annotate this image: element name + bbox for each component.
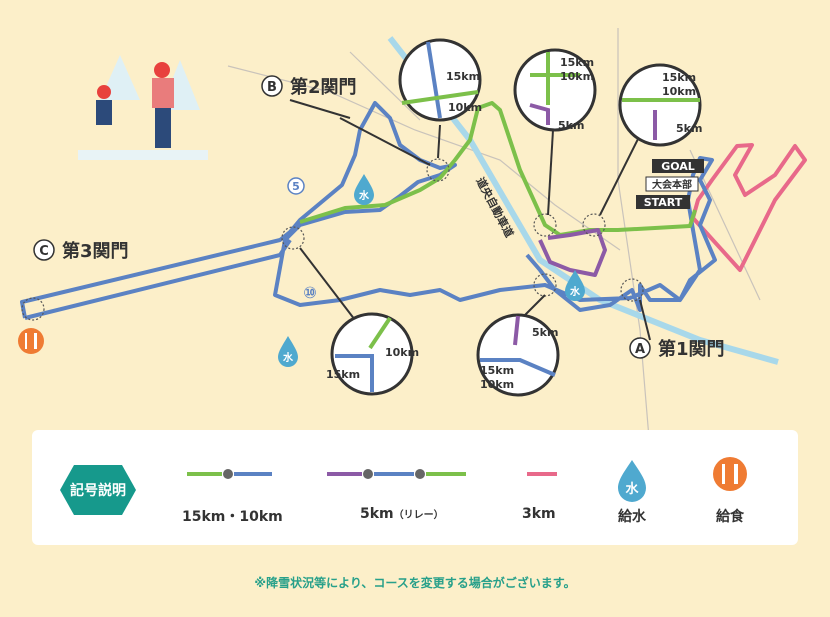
km-marker-10: ⑩: [303, 283, 317, 302]
legend-title: 記号説明: [70, 482, 126, 499]
legend-panel: 記号説明 水 15km・10km 5km（リレー） 3km 給水 給食: [32, 430, 798, 545]
legend-graphics: 記号説明 水: [60, 457, 747, 515]
water-drop-1: 水: [354, 174, 374, 205]
route-blue: [20, 101, 717, 320]
legend-title-hexagon: [60, 465, 136, 515]
svg-text:⑩: ⑩: [303, 283, 317, 302]
water-drop-3: 水: [278, 336, 298, 367]
route-purple: [538, 228, 607, 277]
gate-c: C 第3関門: [33, 239, 129, 262]
start-sign: START: [644, 196, 683, 209]
zoom5-label-15: 15km: [480, 364, 514, 377]
legend-food: 給食: [716, 509, 744, 525]
food-icon: [18, 328, 44, 354]
km-marker-5: 5: [287, 177, 305, 195]
zoom5-label-10: 10km: [480, 378, 514, 391]
zoom-circle-2: 15km 10km 5km: [513, 48, 597, 132]
zoom-circle-1: 15km 10km: [398, 38, 482, 122]
legend-food-icon: [713, 457, 747, 491]
zoom3-label-15: 15km: [662, 71, 696, 84]
svg-text:水: 水: [282, 351, 294, 364]
zoom5-label-5: 5km: [532, 326, 558, 339]
zoom4-label-15: 15km: [326, 368, 360, 381]
zoom2-label-5: 5km: [558, 119, 584, 132]
zoom-circle-4: 10km 15km: [326, 312, 419, 396]
route-green: [299, 101, 697, 237]
zoom2-label-15: 15km: [560, 56, 594, 69]
zoom-circle-5: 5km 15km 10km: [476, 313, 560, 397]
gate-c-label: 第3関門: [62, 240, 129, 262]
svg-text:C: C: [39, 244, 49, 259]
legend-water: 給水: [618, 509, 646, 525]
zoom-circle-3: 15km 10km 5km: [618, 63, 702, 147]
svg-text:A: A: [635, 342, 645, 357]
legend-15-10: 15km・10km: [182, 509, 283, 525]
zoom3-label-5: 5km: [676, 122, 702, 135]
gate-a: A 第1関門: [629, 337, 725, 360]
start-goal-signs: GOAL 大会本部 START: [636, 159, 704, 209]
zoom2-label-10: 10km: [560, 70, 594, 83]
legend-5km-sub: （リレー）: [393, 510, 444, 521]
goal-sign: GOAL: [661, 160, 695, 173]
route-3km: [691, 143, 807, 272]
zoom1-label-10: 10km: [448, 101, 482, 114]
zoom4-label-10: 10km: [385, 346, 419, 359]
gate-a-label: 第1関門: [658, 338, 725, 360]
svg-text:5: 5: [292, 180, 300, 193]
svg-text:水: 水: [358, 189, 370, 202]
gate-b: B 第2関門: [261, 75, 357, 98]
legend-3km: 3km: [522, 506, 556, 522]
zoom1-label-15: 15km: [446, 70, 480, 83]
skiers-illustration: [78, 55, 208, 160]
svg-text:水: 水: [569, 285, 581, 298]
legend-5km-label: 5km: [360, 506, 394, 522]
water-drop-2: 水: [565, 270, 585, 301]
zoom3-label-10: 10km: [662, 85, 696, 98]
svg-text:B: B: [267, 80, 277, 95]
footnote: ※降雪状況等により、コースを変更する場合がございます。: [254, 576, 576, 590]
legend-5km: 5km（リレー）: [360, 506, 444, 522]
hq-sign: 大会本部: [652, 178, 692, 191]
gate-b-label: 第2関門: [290, 76, 357, 98]
legend-water-glyph: 水: [625, 481, 639, 497]
